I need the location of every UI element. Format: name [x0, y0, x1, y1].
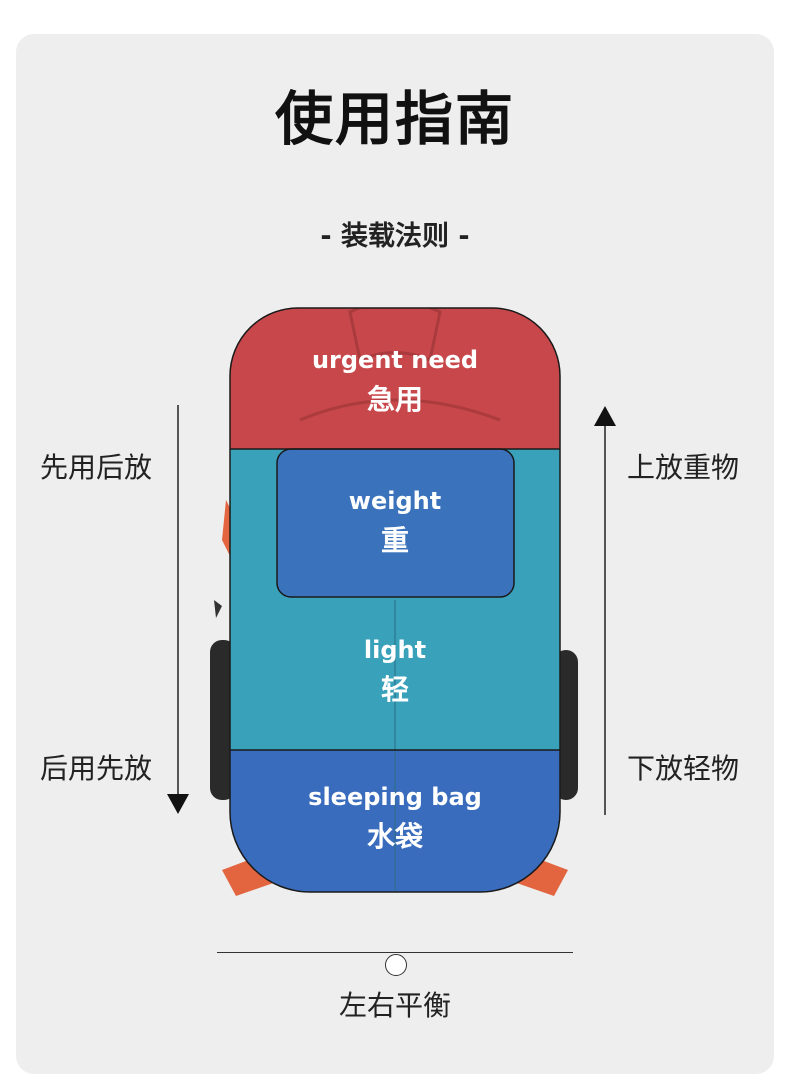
zone-weight-zh: 重 — [380, 524, 409, 557]
right-top-label: 上放重物 — [627, 451, 740, 484]
page-title: 使用指南 — [274, 85, 515, 153]
zone-urgent-need-zh: 急用 — [366, 383, 423, 416]
zone-weight-label: weight 重 — [230, 487, 560, 559]
zone-light-en: light — [363, 636, 427, 664]
balance-fulcrum-icon — [385, 954, 407, 976]
pack-outline — [229, 307, 561, 893]
right-up-arrow — [594, 406, 616, 815]
balance-label: 左右平衡 — [338, 989, 451, 1022]
zone-sleeping-bag-label: sleeping bag 水袋 — [230, 783, 560, 855]
zone-sleeping-bag-en: sleeping bag — [308, 783, 482, 811]
zone-light-label: light 轻 — [230, 636, 560, 708]
zone-sleeping-bag-zh: 水袋 — [366, 820, 423, 853]
balance-line — [217, 952, 573, 953]
zone-light-zh: 轻 — [380, 673, 409, 706]
left-top-label: 先用后放 — [40, 451, 153, 484]
left-bottom-label: 后用先放 — [40, 752, 153, 785]
zone-weight-en: weight — [348, 487, 442, 515]
right-bottom-label: 下放轻物 — [627, 752, 740, 785]
zone-urgent-need — [230, 307, 560, 449]
loading-rules-subtitle: - 装载法则 - — [320, 221, 470, 252]
zone-urgent-need-label: urgent need 急用 — [230, 346, 560, 418]
left-down-arrow — [167, 405, 189, 814]
zone-urgent-need-en: urgent need — [311, 346, 479, 374]
